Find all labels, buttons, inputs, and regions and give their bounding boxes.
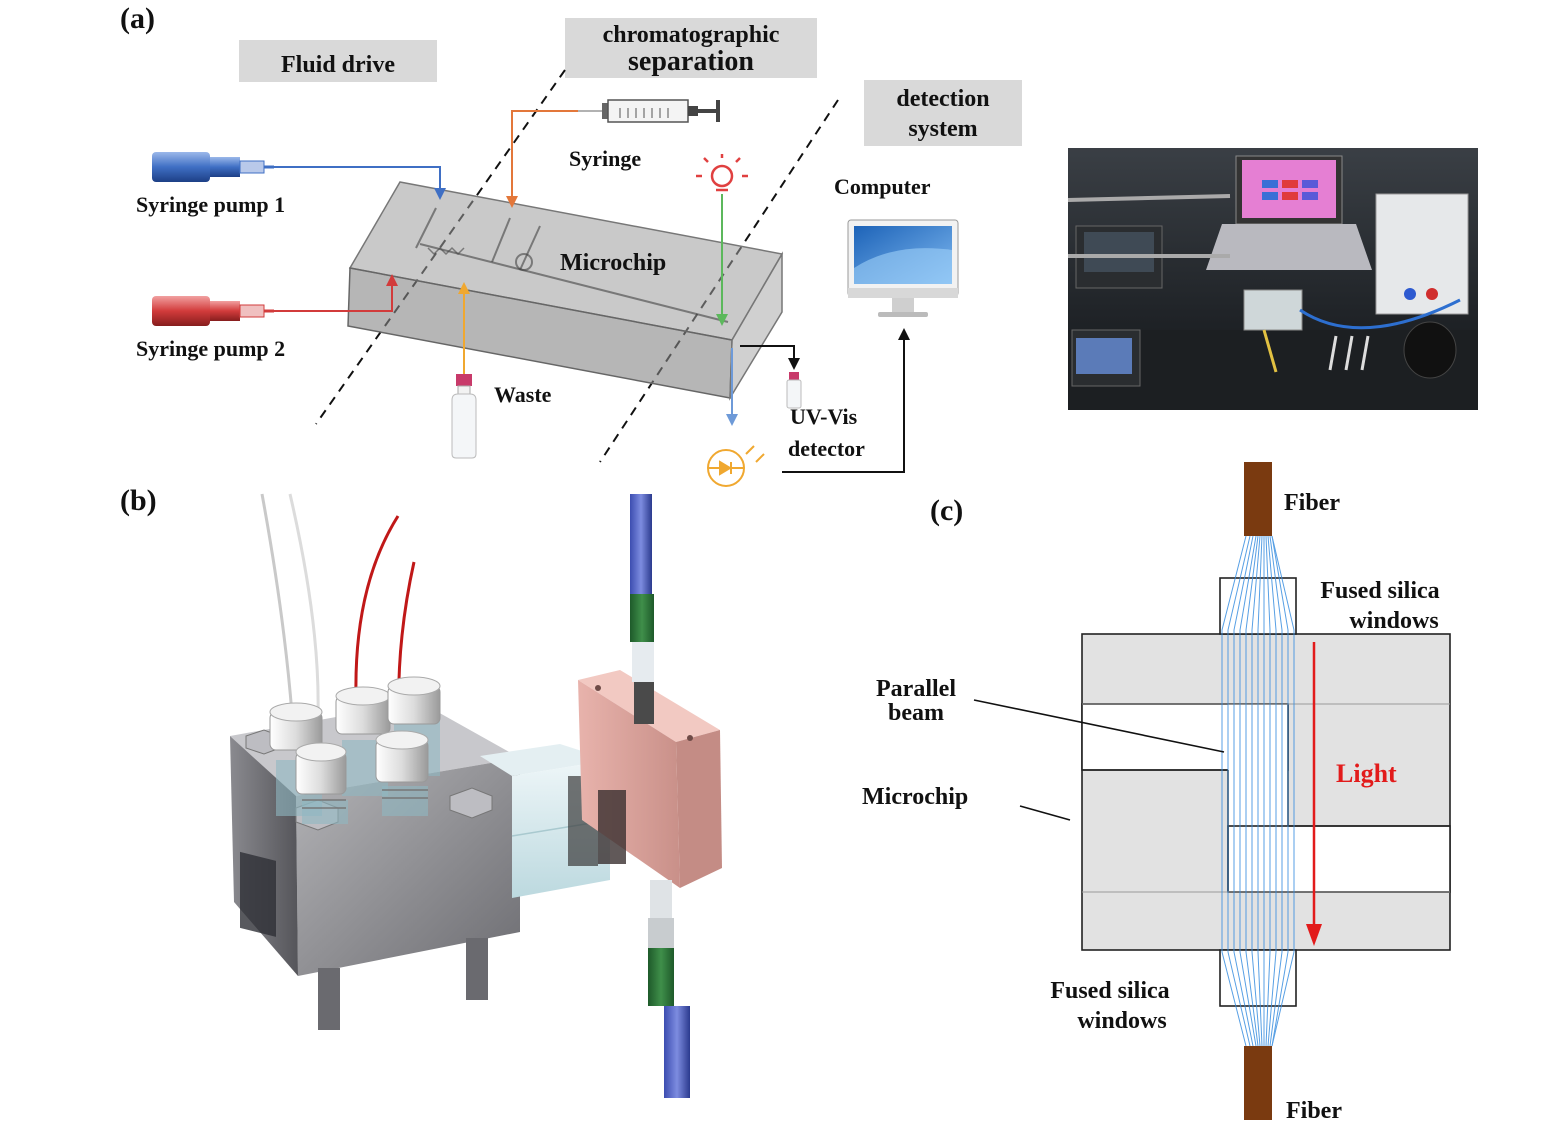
- panel-label-c: (c): [930, 494, 963, 527]
- uv-vis-label-1: UV-Vis: [790, 404, 858, 429]
- syringe-pump-1-label: Syringe pump 1: [136, 192, 285, 217]
- light-arrow-icon: [1306, 924, 1322, 946]
- setup-photo: [1067, 148, 1478, 410]
- pump2-flow-line: [274, 280, 393, 312]
- fiber-bottom: [1244, 1046, 1272, 1120]
- waste-arrow-icon: [458, 282, 470, 294]
- panel-label-a: (a): [120, 2, 155, 35]
- syringe-label: Syringe: [569, 146, 641, 171]
- fiber-tube-vertical: [630, 494, 690, 1098]
- lamp-arrow-icon: [716, 314, 728, 326]
- uv-vis-label-2: detector: [788, 436, 865, 461]
- microchip-block: [347, 181, 784, 401]
- microchip-pointer: [1019, 805, 1071, 821]
- computer-monitor-icon: [847, 219, 959, 317]
- bottom-screw-1: [318, 968, 340, 1030]
- fiber-top-label: Fiber: [1284, 490, 1340, 516]
- light-beam: [1221, 535, 1295, 1047]
- windows-bottom-label-2: windows: [1077, 1008, 1166, 1034]
- fiber-bottom-label: Fiber: [1286, 1098, 1342, 1124]
- parallel-beam-pointer: [973, 699, 1225, 753]
- parallel-beam-label-2: beam: [888, 700, 944, 726]
- chip-cross-section: [1081, 633, 1451, 951]
- windows-bottom-label-1: Fused silica: [1050, 978, 1169, 1004]
- syringe-pump-2-icon: [152, 296, 274, 326]
- zone-chrom-text-2: separation: [628, 46, 754, 77]
- knob-3: [387, 676, 441, 776]
- signal-arrow-icon: [898, 328, 910, 340]
- waste-label: Waste: [494, 382, 552, 407]
- syringe-icon: [578, 99, 720, 123]
- syringe-flow-line: [511, 110, 578, 202]
- pump2-arrow-icon: [386, 274, 398, 286]
- knob-4: [295, 742, 348, 824]
- windows-top-label-2: windows: [1349, 608, 1438, 634]
- outlet-arrow-icon: [788, 358, 800, 370]
- pump1-arrow-icon: [434, 188, 446, 200]
- waste-vial-icon: [786, 372, 802, 409]
- photodiode-icon: [707, 445, 765, 487]
- lamp-icon: [696, 154, 748, 192]
- fiber-top: [1244, 462, 1272, 536]
- computer-label: Computer: [834, 174, 931, 199]
- syringe-pump-2-label: Syringe pump 2: [136, 336, 285, 361]
- hex-nut-2: [449, 787, 493, 819]
- detector-arrow-icon: [726, 414, 738, 426]
- signal-line: [782, 334, 905, 473]
- panel-label-b: (b): [120, 484, 157, 517]
- bottom-screw-2: [466, 938, 488, 1000]
- zone-detection-text-1: detection: [896, 86, 989, 112]
- microchip-c-label: Microchip: [862, 784, 968, 810]
- knob-5: [375, 730, 429, 816]
- syringe-arrow-icon: [506, 196, 518, 208]
- pump1-flow-line: [274, 166, 441, 196]
- zone-tag-fluid-drive: Fluid drive: [239, 40, 437, 82]
- tube-red-1: [354, 515, 400, 697]
- zone-tag-chromatographic: chromatographic separation: [565, 18, 817, 78]
- waste-bottle-icon: [451, 374, 477, 459]
- parallel-beam-label-1: Parallel: [876, 676, 956, 702]
- outlet-line: [740, 345, 795, 362]
- tube-white-1: [260, 493, 294, 715]
- zone-fluid-drive-text: Fluid drive: [281, 52, 395, 78]
- zone-chrom-text-1: chromatographic: [603, 22, 780, 48]
- syringe-pump-1-icon: [152, 152, 274, 182]
- windows-top-label-1: Fused silica: [1320, 578, 1439, 604]
- light-label: Light: [1336, 759, 1397, 788]
- tube-white-2: [288, 493, 320, 715]
- zone-tag-detection: detection system: [864, 80, 1022, 146]
- zone-detection-text-2: system: [908, 116, 977, 142]
- microchip-label: Microchip: [560, 250, 666, 276]
